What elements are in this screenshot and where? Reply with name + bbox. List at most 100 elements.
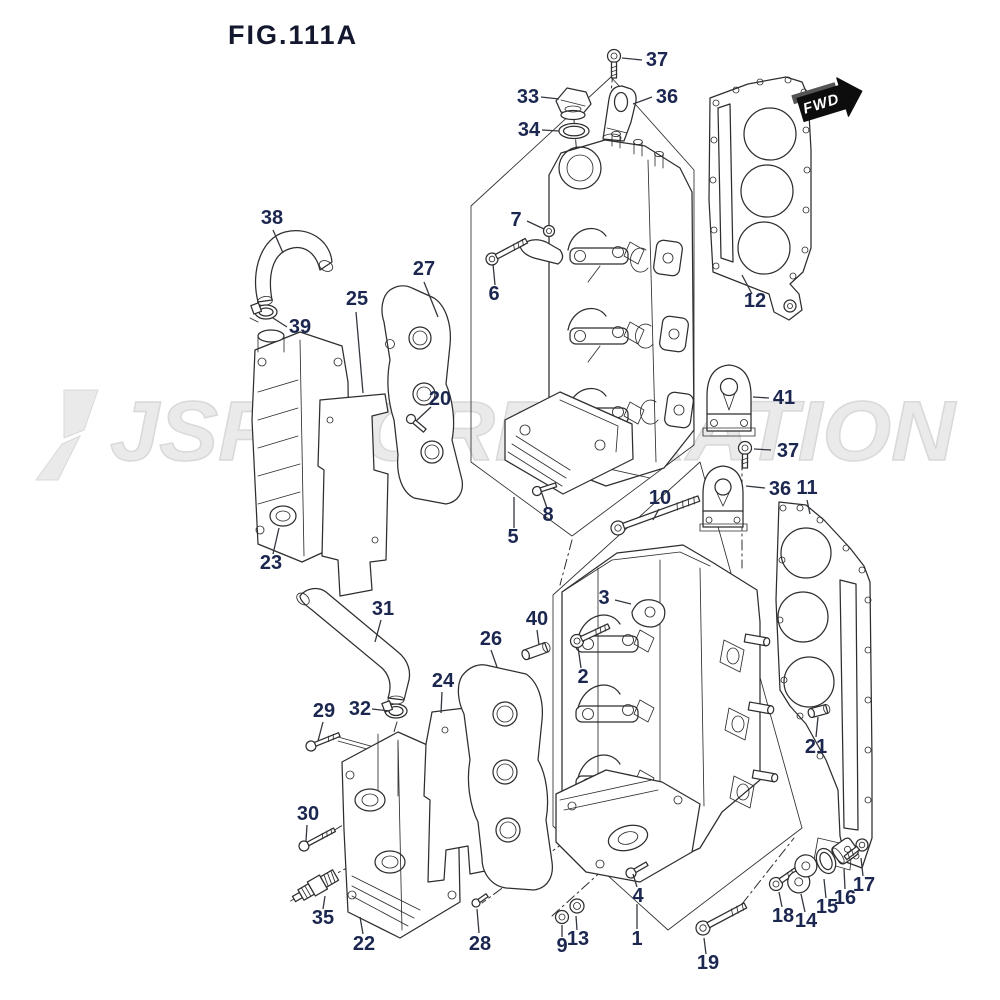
leader-line-25 xyxy=(355,311,364,394)
part-number-11: 11 xyxy=(796,477,817,499)
part-number-38: 38 xyxy=(261,207,283,229)
bracket-36-top xyxy=(602,85,637,143)
part-number-19: 19 xyxy=(697,952,719,974)
part-number-18: 18 xyxy=(772,905,794,927)
cam-module xyxy=(567,227,645,283)
part-number-29: 29 xyxy=(313,700,335,722)
leader-line-23 xyxy=(272,527,280,555)
line-art: FWD xyxy=(249,48,873,939)
leader-line-18 xyxy=(778,891,783,908)
leader-line-4 xyxy=(632,873,638,888)
block-lower-cover xyxy=(555,769,701,883)
watermark: JSP CORPORATION xyxy=(35,383,958,481)
bolt-30 xyxy=(298,827,337,852)
part-number-41: 41 xyxy=(773,387,795,409)
cap-33 xyxy=(555,87,592,121)
centerline xyxy=(741,837,795,905)
rocker-arm-3 xyxy=(631,599,666,628)
part-number-39: 39 xyxy=(289,316,311,338)
bracket-41 xyxy=(702,364,756,437)
part-number-6: 6 xyxy=(488,283,499,305)
leader-line-15 xyxy=(823,878,827,899)
part-number-12: 12 xyxy=(744,290,766,312)
figure-title: FIG.111A xyxy=(228,20,359,50)
anode-14 xyxy=(787,854,818,894)
leader-line-2 xyxy=(577,646,582,669)
part-number-17: 17 xyxy=(853,874,875,896)
leader-line-7 xyxy=(526,220,545,230)
leader-line-20 xyxy=(415,406,432,422)
part-number-9: 9 xyxy=(556,935,567,957)
part-number-23: 23 xyxy=(260,552,282,574)
bolt-37-lower xyxy=(737,440,753,469)
leader-line-38 xyxy=(272,229,284,254)
centerline xyxy=(559,539,573,586)
leader-line-16 xyxy=(843,868,846,890)
part-number-24: 24 xyxy=(432,670,455,692)
part-number-8: 8 xyxy=(542,504,553,526)
part-number-16: 16 xyxy=(834,887,856,909)
leader-line-37 xyxy=(753,448,772,451)
bolt-2 xyxy=(569,623,611,649)
part-number-35: 35 xyxy=(312,907,334,929)
part-number-27: 27 xyxy=(413,258,435,280)
valve-cover-gasket-26 xyxy=(457,664,553,891)
leader-line-10 xyxy=(652,508,660,521)
dowel-40 xyxy=(521,641,551,661)
leader-line-33 xyxy=(540,96,560,100)
part-number-33: 33 xyxy=(517,86,539,108)
leader-line-35 xyxy=(322,895,326,910)
bolt-20 xyxy=(405,413,427,433)
part-number-40: 40 xyxy=(526,608,548,630)
leader-line-37 xyxy=(621,57,643,61)
hose-clamp-32 xyxy=(381,700,408,719)
part-number-21: 21 xyxy=(805,736,827,758)
nut-13 xyxy=(569,898,585,914)
part-number-13: 13 xyxy=(567,928,589,950)
leader-line-36 xyxy=(632,96,653,105)
leader-line-12 xyxy=(741,274,753,295)
leader-line-27 xyxy=(423,281,439,318)
bolt-37-top xyxy=(606,48,622,79)
lower-assembly-box xyxy=(552,461,803,931)
part-number-36: 36 xyxy=(769,478,791,500)
leader-line-6 xyxy=(492,263,496,286)
head-gasket-12 xyxy=(708,76,812,321)
part-number-15: 15 xyxy=(816,896,838,918)
rocker-assembly-5 xyxy=(504,391,634,495)
part-number-30: 30 xyxy=(297,803,319,825)
nut-9 xyxy=(554,909,570,925)
baffle-plate-25 xyxy=(317,393,389,597)
leader-line-29 xyxy=(317,721,324,742)
part-number-28: 28 xyxy=(469,933,491,955)
part-number-37: 37 xyxy=(646,49,668,71)
leader-line-19 xyxy=(703,937,707,955)
leader-line-3 xyxy=(614,599,632,605)
leader-line-32 xyxy=(371,708,391,712)
dowel-21 xyxy=(807,703,831,719)
centerline xyxy=(481,840,567,904)
part-number-26: 26 xyxy=(480,628,502,650)
part-number-36: 36 xyxy=(656,86,678,108)
leader-line-39 xyxy=(272,317,288,328)
leader-line-40 xyxy=(536,629,540,646)
bolt-6 xyxy=(485,237,529,266)
anode-cap-16 xyxy=(831,837,859,865)
part-number-10: 10 xyxy=(649,487,671,509)
leader-line-17 xyxy=(860,857,864,877)
leader-line-11 xyxy=(806,499,811,515)
leader-line-31 xyxy=(374,619,382,643)
leader-line-14 xyxy=(800,893,806,913)
leader-line-24 xyxy=(440,691,443,714)
leader-line-28 xyxy=(476,908,480,934)
fwd-arrow: FWD xyxy=(791,77,863,123)
leader-line-26 xyxy=(490,649,498,668)
hose-clamp-39 xyxy=(249,302,278,323)
bracket-36-lower xyxy=(699,465,748,532)
part-number-20: 20 xyxy=(429,388,451,410)
o-ring-34 xyxy=(558,122,590,140)
part-number-5: 5 xyxy=(507,526,518,548)
part-number-1: 1 xyxy=(631,928,642,950)
head-gasket-11 xyxy=(775,501,873,871)
